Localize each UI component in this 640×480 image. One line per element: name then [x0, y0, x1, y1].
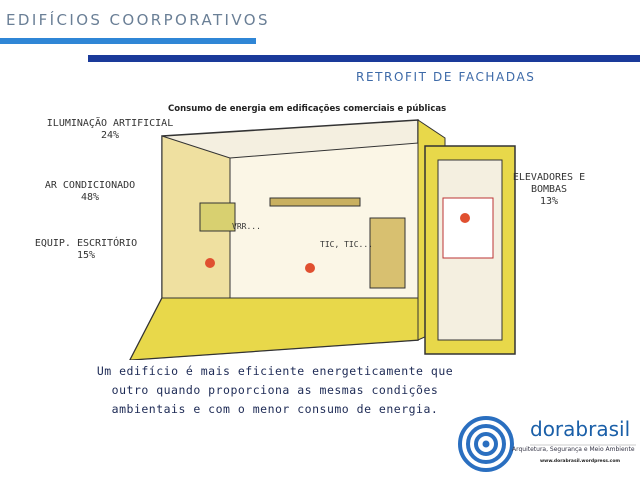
label-elevators-value: 13%	[539, 196, 559, 207]
quote-line: outro quando proporciona as mesmas condi…	[111, 383, 439, 397]
illustration-caption: Consumo de energia em edificações comerc…	[168, 104, 447, 114]
sound-office: TIC, TIC...	[320, 240, 373, 249]
label-ac-name: AR CONDICIONADO	[44, 180, 136, 191]
label-office-value: 15%	[76, 250, 96, 261]
slide-title: EDIFÍCIOS COORPORATIVOS	[6, 11, 270, 29]
brand-part-a: dora	[530, 417, 576, 441]
quote-line: Um edifício é mais eficiente energeticam…	[96, 364, 454, 378]
label-elevators-name: ELEVADORES E BOMBAS	[512, 172, 586, 195]
quote-line: ambientais e com o menor consumo de ener…	[111, 402, 439, 416]
label-lighting-name: ILUMINAÇÃO ARTIFICIAL	[46, 118, 174, 129]
sound-ac: VRR...	[232, 222, 261, 231]
accent-bar-light	[0, 38, 256, 44]
quote: Um edifício é mais eficiente energeticam…	[40, 362, 510, 419]
slide-subtitle: RETROFIT DE FACHADAS	[356, 70, 536, 84]
brand-url: www.dorabrasil.wordpress.com	[540, 459, 621, 464]
brand-name: dorabrasil	[530, 417, 630, 441]
label-office-name: EQUIP. ESCRITÓRIO	[34, 238, 138, 249]
accent-bar-dark	[88, 55, 640, 62]
building-energy-illustration	[129, 119, 516, 360]
label-ac-value: 48%	[80, 192, 100, 203]
brand-part-b: brasil	[575, 417, 631, 441]
spiral-logo-icon	[458, 416, 636, 472]
label-lighting-value: 24%	[100, 130, 120, 141]
brand-tagline: Arquitetura, Segurança e Meio Ambiente	[512, 446, 635, 453]
